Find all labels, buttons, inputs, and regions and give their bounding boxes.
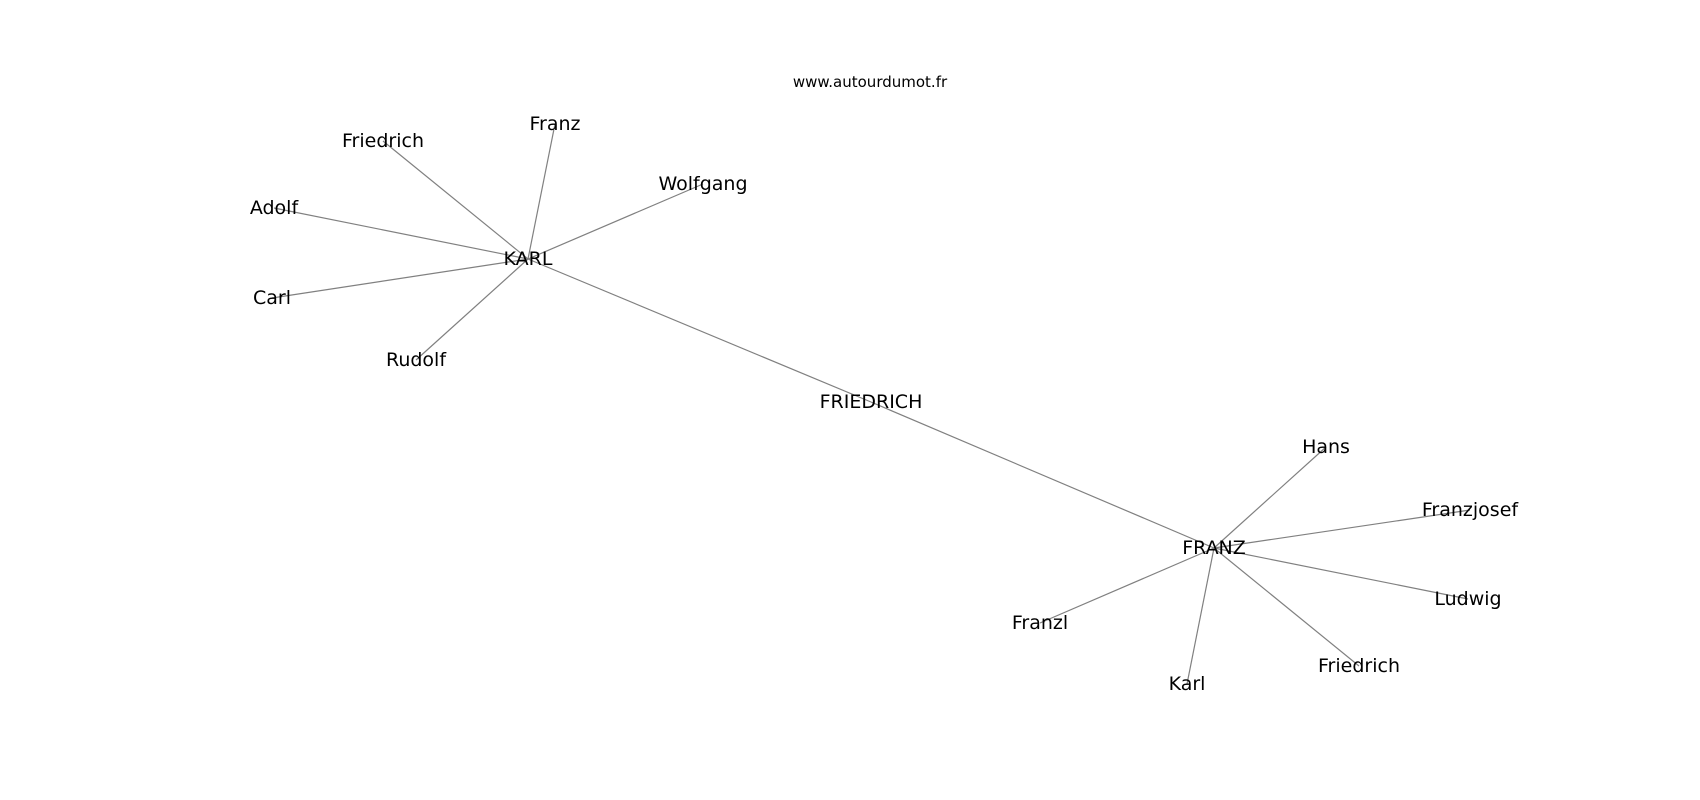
node-franz-hub: FRANZ: [1182, 537, 1246, 559]
node-franzl: Franzl: [1012, 612, 1068, 634]
edge-karl_hub-carl: [271, 258, 529, 299]
node-ludwig: Ludwig: [1434, 588, 1501, 610]
node-carl: Carl: [253, 287, 291, 309]
node-karl-hub: KARL: [504, 248, 553, 270]
node-hans: Hans: [1302, 436, 1350, 458]
node-wolfgang: Wolfgang: [658, 173, 747, 195]
edge-franz_hub-ludwig: [1213, 547, 1469, 600]
node-friedrich-center: FRIEDRICH: [820, 391, 923, 413]
node-karl-f: Karl: [1169, 673, 1206, 695]
node-franz-k: Franz: [529, 113, 580, 135]
nodes-layer: FRIEDRICH KARL FRANZ Friedrich FranzWolfgang…: [250, 113, 1520, 695]
node-friedrich-k: Friedrich: [342, 130, 424, 152]
edge-karl_hub-rudolf: [415, 258, 529, 361]
edge-franz_hub-friedrich_f: [1213, 547, 1360, 667]
edge-friedrich_center-franz_hub: [870, 401, 1215, 549]
node-rudolf: Rudolf: [386, 349, 447, 371]
edge-karl_hub-wolfgang: [527, 183, 704, 260]
node-friedrich-f: Friedrich: [1318, 655, 1400, 677]
edge-karl_hub-franz_k: [527, 123, 556, 260]
edge-franz_hub-franzjosef: [1213, 509, 1471, 549]
edge-karl_hub-adolf: [273, 207, 529, 260]
edge-franz_hub-hans: [1213, 446, 1327, 549]
watermark-text: www.autourdumot.fr: [793, 73, 948, 91]
edge-franz_hub-karl_f: [1186, 547, 1215, 685]
node-adolf: Adolf: [250, 197, 300, 219]
edge-franz_hub-franzl: [1039, 547, 1215, 624]
edges-layer: [271, 123, 1471, 685]
edge-karl_hub-friedrich_k: [382, 140, 529, 260]
node-franzjosef: Franzjosef: [1422, 499, 1520, 521]
edge-karl_hub-friedrich_center: [527, 258, 872, 403]
